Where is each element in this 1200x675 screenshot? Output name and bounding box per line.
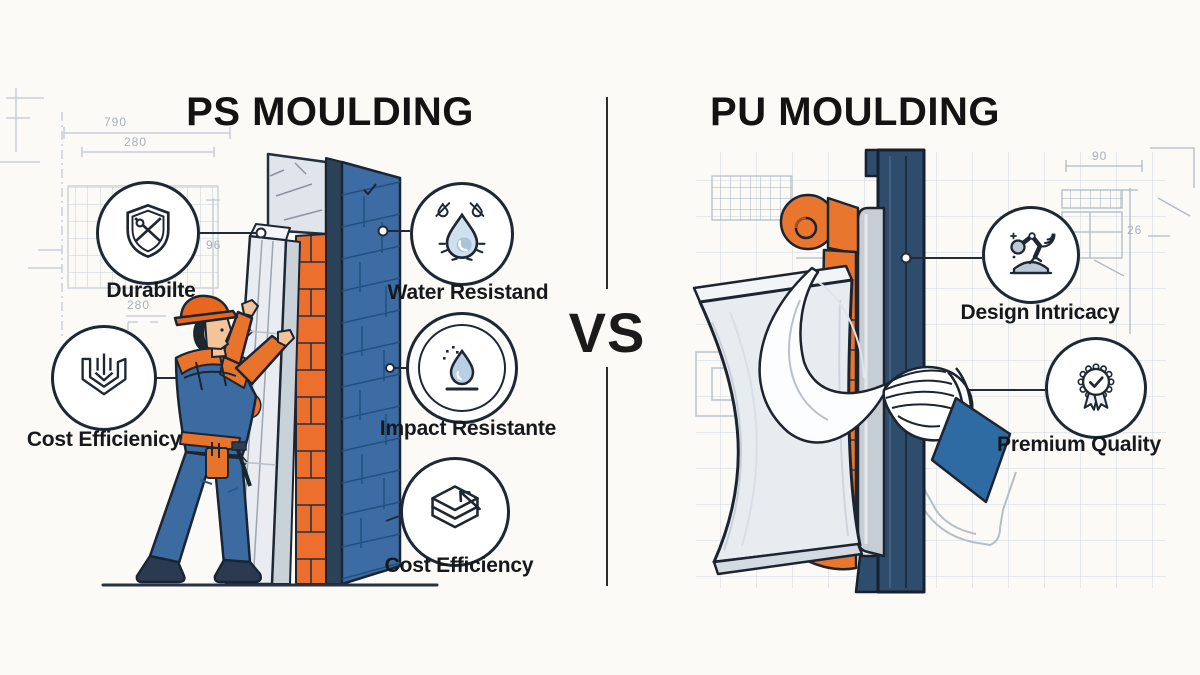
feature-circle-water-resistance [410,182,514,286]
feature-label-cost-efficiency-2: Cost Efficiency [384,554,534,577]
stacked-layers-icon [424,479,486,546]
center-divider-bottom [606,367,608,586]
feature-label-premium-quality: Premium Quality [997,433,1161,456]
dimension-label-90: 90 [1092,149,1108,163]
left-panel-title: PS MOULDING [186,90,474,134]
feature-circle-cost-efficiency-1 [51,325,157,431]
dimension-label-26: 26 [1127,223,1143,237]
feature-circle-cost-efficiency-2 [400,457,510,567]
shield-icon [117,200,179,267]
impact-drop-icon [433,337,491,400]
feature-label-water-resistance: Water Resistand [387,281,549,304]
water-drop-icon [431,201,493,268]
feature-circle-design-intricacy [982,206,1080,304]
vs-label: VS [568,301,646,364]
right-panel-title: PU MOULDING [710,90,1000,134]
feature-circle-impact-resistance [406,312,518,424]
dimension-label-96: 96 [206,238,222,252]
robotic-arm-icon [1002,224,1060,287]
feature-circle-durability [96,181,200,285]
feature-label-cost-efficiency-1: Cost Efficienicy [26,428,182,451]
dimension-label-790: 790 [104,115,128,129]
impact-inner-ring [418,324,506,412]
dimension-label-280-lower: 280 [127,298,151,312]
right-callout-connectors [900,252,982,264]
feature-label-durability: Durabilte [106,279,196,302]
center-divider-top [606,97,608,289]
feature-label-design-intricacy: Design Intricacy [960,301,1120,324]
dimension-label-280: 280 [124,135,148,149]
feature-label-impact-resistance: Impact Resistante [379,417,557,440]
worker-illustration [135,294,295,584]
award-ribbon-icon [1066,356,1126,421]
bracket-shield-icon [73,345,135,412]
pu-moulding-illustration [692,148,1045,594]
feature-circle-premium-quality [1045,337,1147,439]
